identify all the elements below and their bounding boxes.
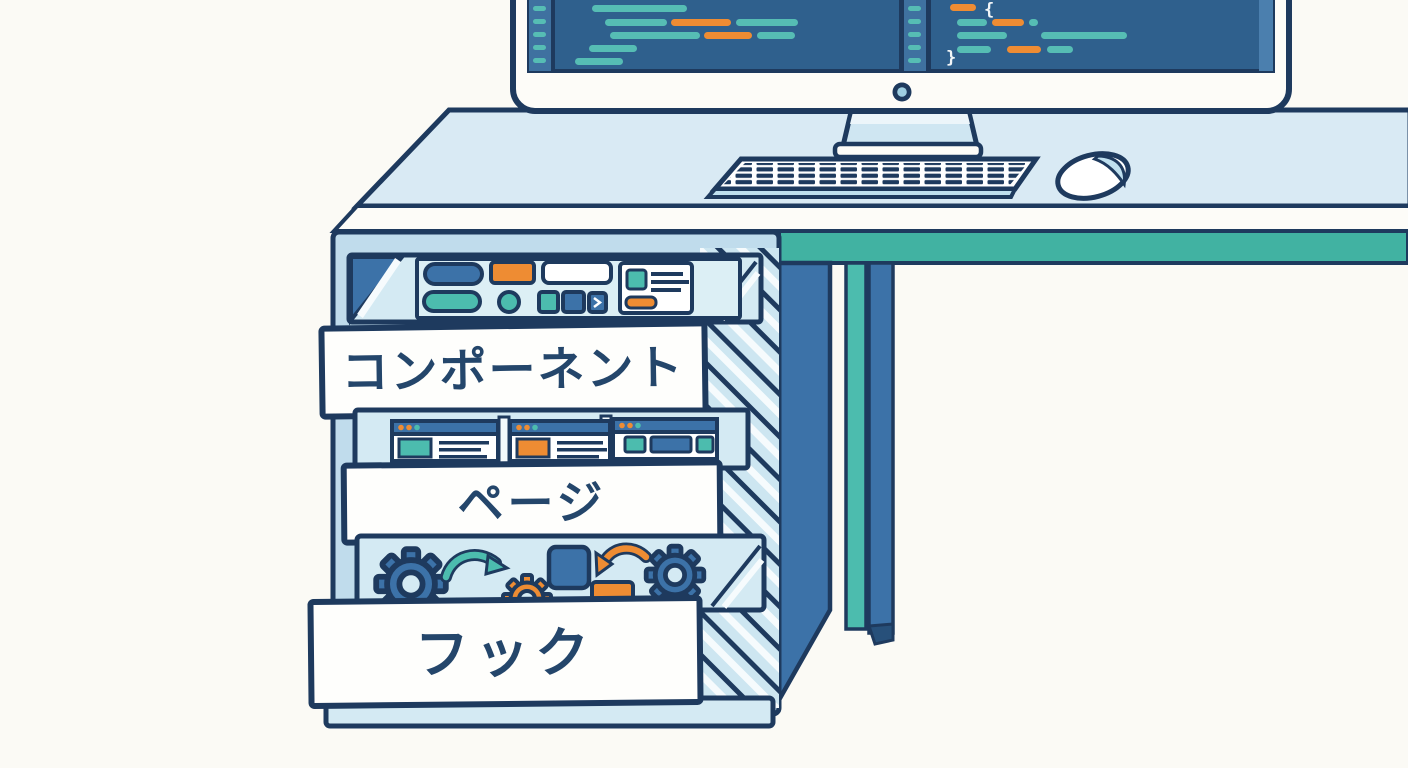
components-label-text: コンポーネント: [341, 341, 685, 401]
drawer-label-pages: ページ: [340, 459, 724, 546]
pages-label-text: ページ: [457, 475, 607, 530]
close-brace: }: [946, 48, 956, 68]
input-widget: [541, 260, 613, 285]
circle-widget: [497, 290, 521, 314]
gutter-marks: [533, 6, 546, 63]
square-widget-blue: [561, 290, 586, 314]
gutter-marks: [908, 6, 921, 63]
drawer-label-hooks: フック: [307, 594, 704, 709]
drawer-components-opening: [346, 252, 764, 326]
drawer-hooks-opening: [354, 533, 767, 613]
button-widget-orange: [489, 260, 536, 285]
code-lines-left: [575, 5, 798, 65]
editor-split-divider: [899, 0, 931, 71]
browser-window-icon: [390, 419, 500, 463]
wedge-highlight: [357, 258, 401, 318]
desk-apron: [777, 229, 1408, 265]
code-pane-left: [529, 0, 798, 71]
screen-right-shade: [1259, 0, 1273, 71]
drawer-pages-opening: [352, 407, 751, 471]
browser-window-icon: [611, 417, 719, 461]
desk-leg-foot: [866, 622, 895, 646]
card-widget: [618, 261, 694, 315]
gutter-divider: [551, 0, 555, 71]
desk-front-edge: [329, 204, 1408, 233]
keyboard: [703, 156, 1041, 199]
component-widgets: [422, 260, 694, 315]
monitor-stand: [832, 105, 984, 160]
desk: [329, 107, 1408, 646]
stand-highlight: [850, 112, 970, 124]
code-pane-right: { }: [946, 0, 1127, 68]
stand-base: [832, 141, 984, 160]
monitor: { }: [510, 0, 1292, 114]
keyboard-front: [703, 187, 1019, 199]
drawer-divider: [497, 415, 511, 465]
cabinet: コンポーネント: [307, 229, 833, 729]
square-widget-teal: [537, 290, 560, 314]
mouse-accent: [1091, 154, 1126, 189]
mouse: [1055, 151, 1131, 201]
pill-widget-teal: [422, 290, 482, 313]
curved-arrow-icon: [594, 542, 652, 578]
curved-arrow-icon: [440, 549, 511, 583]
button-widget-blue: [423, 262, 484, 286]
square-module: [546, 544, 592, 591]
open-brace: {: [984, 0, 994, 20]
browser-window-icon: [508, 419, 612, 463]
chevron-icon: [587, 291, 608, 314]
hooks-label-text: フック: [415, 621, 596, 686]
webcam-dot-icon: [892, 82, 912, 102]
desk-leg: [844, 261, 895, 646]
keyboard-keys: [722, 163, 1028, 186]
drawer-label-components: コンポーネント: [318, 320, 709, 420]
code-lines-right: [950, 4, 1127, 53]
hooks-contents: [376, 542, 704, 610]
